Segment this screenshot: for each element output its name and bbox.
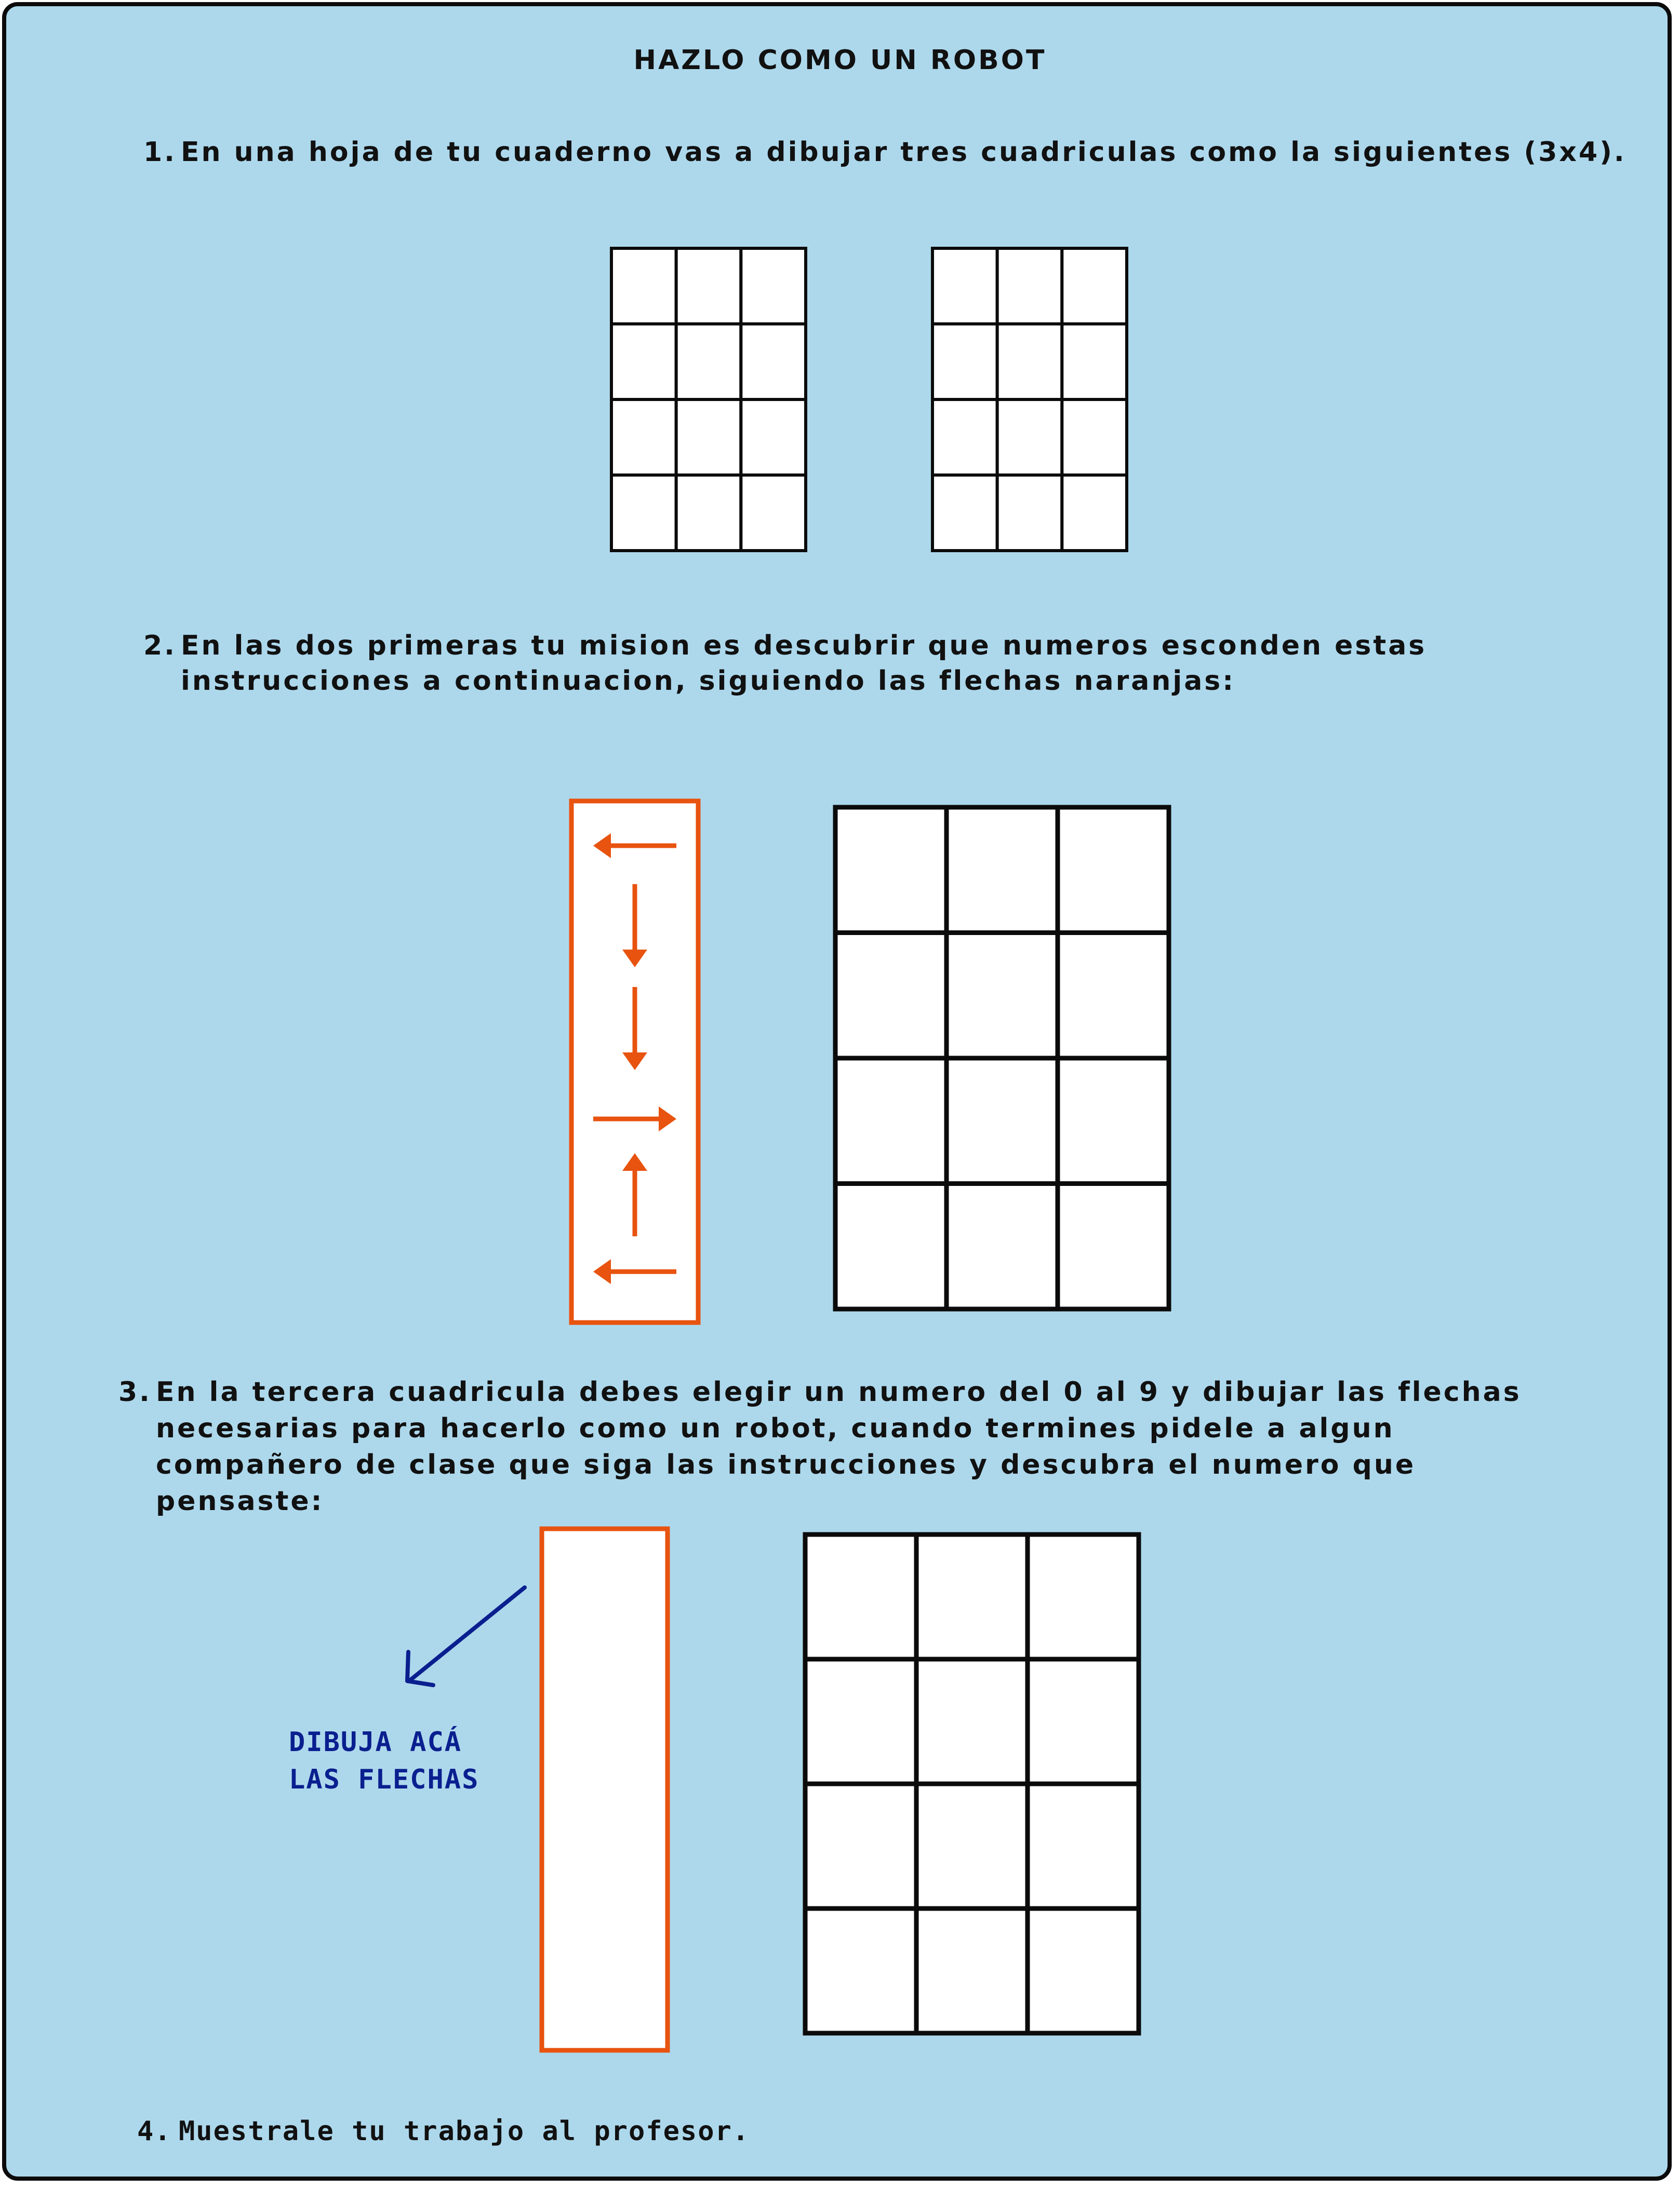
grid-cell	[931, 247, 999, 326]
grid-cell	[931, 473, 999, 552]
step-3-text-line-4: pensaste:	[156, 1486, 324, 1517]
grid-cell	[995, 398, 1064, 477]
grid-cell	[1055, 805, 1171, 935]
arrow-left-icon	[593, 1259, 676, 1284]
step-4-text: Muestrale tu trabajo al profesor.	[179, 2116, 750, 2147]
grid-cell	[674, 473, 743, 552]
grid-cell	[610, 398, 678, 477]
step-2-text-line-1: En las dos primeras tu mision es descubr…	[181, 630, 1427, 661]
worksheet-title: HAZLO COMO UN ROBOT	[633, 45, 1047, 76]
grid-cell	[914, 1657, 1030, 1786]
empty-arrow-box	[539, 1526, 670, 2053]
step-1-number: 1.	[143, 137, 177, 168]
grid-cell	[674, 322, 743, 401]
step-3-text-line-1: En la tercera cuadricula debes elegir un…	[156, 1377, 1522, 1408]
step-3-text-line-2: necesarias para hacerlo como un robot, c…	[156, 1413, 1395, 1444]
arrow-up-icon	[622, 1153, 647, 1236]
work-grid-step-2	[833, 805, 1171, 1312]
arrow-down-icon	[622, 884, 647, 967]
draw-arrows-note: DIBUJA ACÁ LAS FLECHAS	[289, 1724, 479, 1798]
step-1-text: En una hoja de tu cuaderno vas a dibujar…	[181, 137, 1626, 168]
grid-cell	[931, 398, 999, 477]
grid-cell	[739, 473, 808, 552]
grid-cell	[833, 930, 949, 1061]
grid-cell	[803, 1906, 919, 2036]
grid-cell	[739, 322, 808, 401]
grid-cell	[914, 1906, 1030, 2036]
grid-cell	[803, 1657, 919, 1786]
step-3-text-line-3: compañero de clase que siga las instrucc…	[156, 1449, 1416, 1480]
draw-arrows-note-line-2: LAS FLECHAS	[289, 1764, 479, 1795]
work-grid-step-3	[803, 1532, 1141, 2036]
grid-cell	[674, 247, 743, 326]
grid-cell	[931, 322, 999, 401]
step-2-number: 2.	[143, 630, 177, 661]
grid-cell	[1060, 247, 1129, 326]
grid-cell	[610, 247, 678, 326]
draw-arrows-note-line-1: DIBUJA ACÁ	[289, 1727, 462, 1758]
grid-cell	[1025, 1657, 1141, 1786]
grid-cell	[1055, 1181, 1171, 1312]
step-2-text-line-2: instrucciones a continuacion, siguiendo …	[181, 665, 1236, 697]
grid-cell	[1025, 1781, 1141, 1911]
grid-cell	[914, 1781, 1030, 1911]
step-3-number: 3.	[118, 1377, 152, 1408]
arrow-down-icon	[622, 987, 647, 1070]
grid-cell	[833, 1181, 949, 1312]
arrow-left-icon	[593, 833, 676, 858]
grid-cell	[803, 1532, 919, 1662]
grid-cell	[995, 322, 1064, 401]
arrow-right-icon	[593, 1106, 676, 1131]
grid-cell	[914, 1532, 1030, 1662]
grid-cell	[610, 322, 678, 401]
grid-cell	[1025, 1532, 1141, 1662]
grid-cell	[944, 930, 1060, 1061]
grid-cell	[803, 1781, 919, 1911]
grid-cell	[833, 1056, 949, 1186]
grid-cell	[674, 398, 743, 477]
example-grid-1	[610, 247, 808, 552]
grid-cell	[995, 247, 1064, 326]
grid-cell	[833, 805, 949, 935]
grid-cell	[1060, 473, 1129, 552]
grid-cell	[944, 805, 1060, 935]
example-grid-2	[931, 247, 1129, 552]
grid-cell	[944, 1056, 1060, 1186]
grid-cell	[1055, 1056, 1171, 1186]
pointer-arrow-icon	[405, 1585, 527, 1687]
grid-cell	[1055, 930, 1171, 1061]
grid-cell	[995, 473, 1064, 552]
grid-cell	[739, 398, 808, 477]
grid-cell	[739, 247, 808, 326]
grid-cell	[1025, 1906, 1141, 2036]
grid-cell	[944, 1181, 1060, 1312]
grid-cell	[610, 473, 678, 552]
step-4-number: 4.	[137, 2116, 172, 2147]
grid-cell	[1060, 398, 1129, 477]
grid-cell	[1060, 322, 1129, 401]
